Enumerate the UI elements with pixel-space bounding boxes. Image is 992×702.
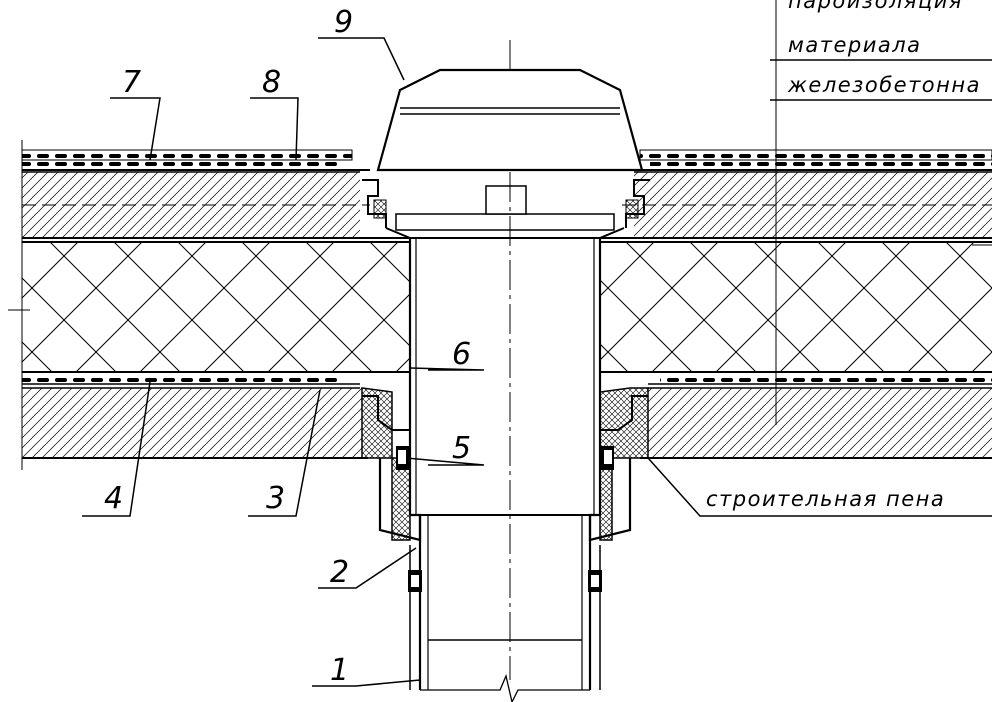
drain-pipe-upper	[362, 179, 650, 542]
notes: пароизоляция материала железобетонна стр…	[706, 0, 981, 511]
callout-leaders	[82, 37, 992, 687]
drain-pipe-lower	[408, 514, 602, 702]
drain-grating	[376, 68, 644, 172]
callout-8: 8	[262, 65, 281, 100]
callout-9: 9	[334, 5, 353, 40]
callout-1: 1	[330, 653, 349, 688]
right-roof-layers	[600, 149, 992, 459]
callout-5: 5	[452, 431, 471, 466]
right-dimension	[770, 0, 992, 425]
callout-4: 4	[104, 481, 123, 516]
note-construction-foam: строительная пена	[706, 487, 945, 511]
callout-numbers: 9 7 8 6 5 4 3 2 1	[104, 5, 471, 688]
note-vapor-barrier: пароизоляция	[788, 0, 963, 13]
callout-2: 2	[330, 555, 349, 590]
callout-7: 7	[122, 65, 141, 100]
left-roof-layers	[8, 140, 410, 470]
note-material: материала	[788, 33, 922, 57]
callout-3: 3	[266, 481, 285, 516]
note-concrete: железобетонна	[787, 73, 981, 97]
callout-6: 6	[452, 337, 471, 372]
